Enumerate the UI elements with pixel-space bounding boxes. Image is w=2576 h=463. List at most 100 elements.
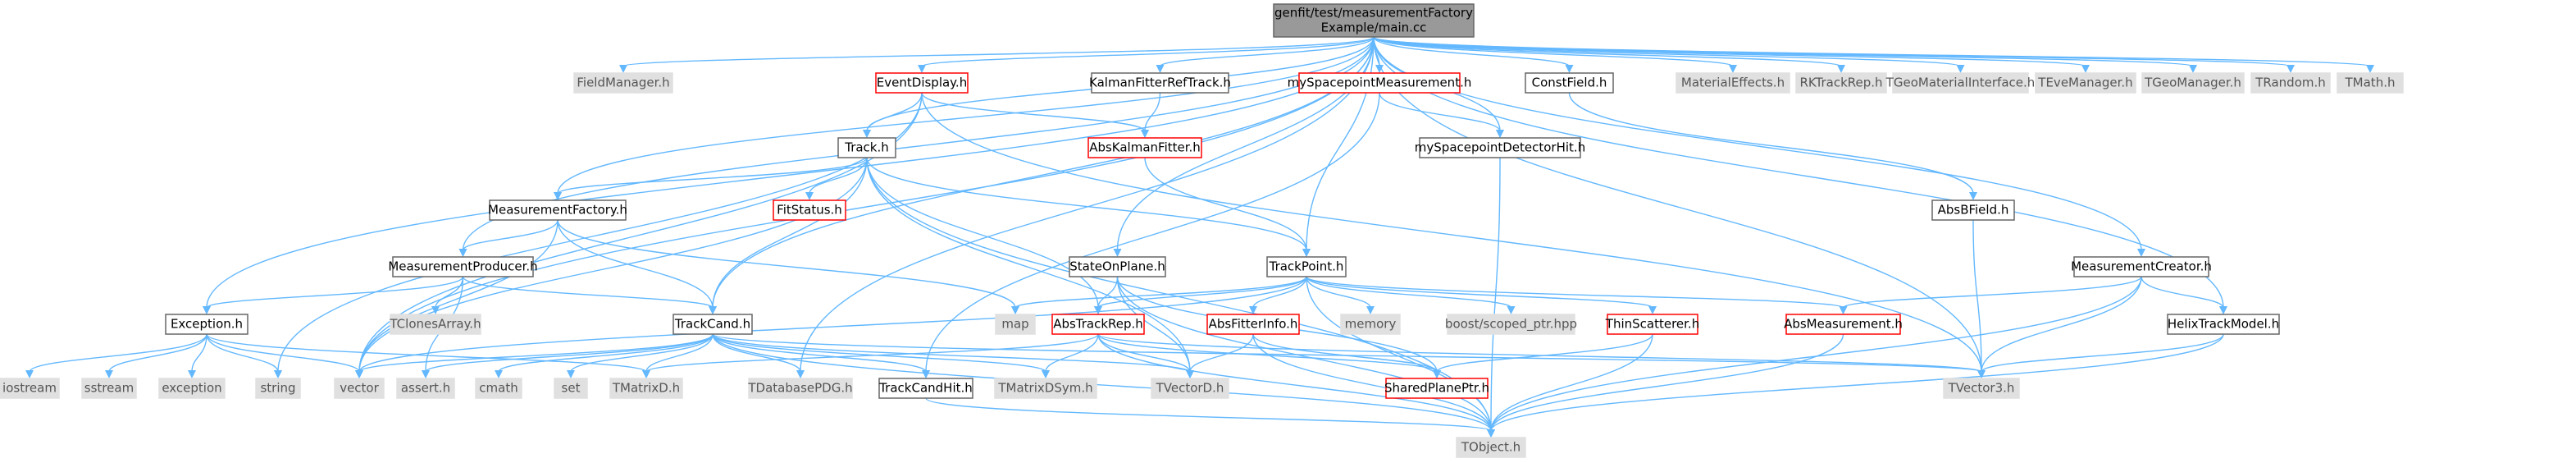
edge-myspdet-to-tobject: [1487, 157, 1501, 438]
edge-line: [1097, 276, 1307, 309]
edge-arrowhead: [805, 192, 814, 200]
edge-myspmeas-to-myspdet: [1379, 92, 1504, 138]
edge-line: [1972, 219, 1982, 373]
edge-trackcand-to-set: [567, 333, 714, 378]
edge-main-to-mateffects: [1373, 36, 1737, 73]
node-box: [748, 378, 853, 399]
edge-line: [712, 333, 801, 373]
node-label: EventDisplay.h: [877, 76, 967, 90]
node-box: [1676, 72, 1790, 94]
edge-trackcand-to-tdatabasepdg: [712, 333, 805, 378]
node-label: TrackCand.h: [674, 317, 750, 332]
edge-measfactory-to-map: [557, 219, 1019, 314]
node-myspdet[interactable]: mySpacepointDetectorHit.h: [1415, 137, 1585, 158]
edge-trackcand-to-vector: [355, 333, 714, 378]
edge-eventdisplay-to-track_h: [863, 92, 923, 138]
node-label: TGeoMaterialInterface.h: [1885, 76, 2036, 90]
node-abskalman[interactable]: AbsKalmanFitter.h: [1087, 137, 1202, 158]
node-tvector3: TVector3.h: [1943, 378, 2020, 399]
node-tobject: TObject.h: [1456, 437, 1526, 458]
node-label: FitStatus.h: [777, 203, 842, 218]
edge-arrowhead: [458, 249, 467, 257]
edge-main-to-tgeomatint: [1373, 36, 1965, 73]
node-trackcandhit[interactable]: TrackCandHit.h: [878, 378, 973, 399]
node-measproducer[interactable]: MeasurementProducer.h: [388, 256, 538, 277]
node-main[interactable]: genfit/test/measurementFactoryExample/ma…: [1273, 3, 1475, 38]
node-constfield[interactable]: ConstField.h: [1525, 72, 1614, 94]
edge-arrowhead: [1956, 65, 1965, 73]
edge-line: [712, 333, 1191, 373]
node-box: [1607, 314, 1698, 335]
node-thinscatter[interactable]: ThinScatterer.h: [1605, 314, 1699, 335]
node-box: [390, 314, 481, 335]
node-box: [1785, 314, 1901, 335]
edge-arrowhead: [1042, 370, 1050, 378]
node-myspmeas[interactable]: mySpacepointMeasurement.h: [1288, 72, 1472, 94]
node-label: TClonesArray.h: [389, 317, 481, 332]
edge-trackpoint-to-memory: [1306, 276, 1375, 314]
node-vector: vector: [334, 378, 385, 399]
edge-trackpoint-to-boostscoped: [1306, 276, 1516, 314]
node-box: [1151, 378, 1229, 399]
node-label: TMath.h: [2345, 76, 2396, 90]
node-exception_h[interactable]: Exception.h: [165, 314, 248, 335]
node-helixmodel[interactable]: HelixTrackModel.h: [2167, 314, 2280, 335]
node-label: Track.h: [844, 140, 889, 155]
edge-eventdisplay-to-string: [274, 92, 923, 378]
edge-arrowhead: [1977, 370, 1986, 378]
node-teveman: TEveManager.h: [2035, 72, 2136, 94]
edge-abstrackrep-to-sharedplane: [1097, 333, 1441, 378]
edge-line: [1306, 276, 1371, 309]
edge-line: [866, 157, 1307, 251]
edge-kalmanref-to-abskalman: [1141, 92, 1161, 138]
node-trackpoint[interactable]: TrackPoint.h: [1266, 256, 1347, 277]
edge-arrowhead: [1141, 130, 1149, 138]
edge-line: [1490, 333, 2224, 432]
node-eventdisplay[interactable]: EventDisplay.h: [875, 72, 969, 94]
node-tclonesarray: TClonesArray.h: [389, 314, 481, 335]
node-label: RKTrackRep.h: [1799, 76, 1882, 90]
edge-arrowhead: [1302, 249, 1311, 257]
edge-arrowhead: [918, 65, 926, 73]
edge-measfactory-to-trackcand: [557, 219, 717, 314]
edge-line: [1842, 276, 2142, 309]
edge-line: [1252, 333, 1492, 432]
edge-arrowhead: [642, 370, 650, 378]
dependency-nodes: genfit/test/measurementFactoryExample/ma…: [0, 3, 2404, 458]
edge-main-to-eventdisplay: [918, 36, 1375, 73]
edge-arrowhead: [1648, 306, 1657, 314]
node-box: [1385, 378, 1489, 399]
edge-line: [1306, 276, 1512, 309]
edge-line: [866, 157, 1099, 309]
edge-arrowhead: [2137, 249, 2145, 257]
node-track_h[interactable]: Track.h: [837, 137, 896, 158]
node-absfitterinfo[interactable]: AbsFitterInfo.h: [1206, 314, 1300, 335]
edge-main-to-fieldmanager: [619, 36, 1375, 73]
edge-line: [557, 157, 868, 195]
node-label: sstream: [84, 381, 134, 396]
edge-line: [1189, 333, 1254, 373]
node-box: [396, 378, 455, 399]
edge-arrowhead: [1839, 306, 1848, 314]
node-label: genfit/test/measurementFactory: [1274, 6, 1473, 21]
node-trackcand[interactable]: TrackCand.h: [672, 314, 753, 335]
edge-arrowhead: [1113, 249, 1122, 257]
node-label: MeasurementCreator.h: [2071, 259, 2212, 274]
edge-eventdisplay-to-abskalman: [921, 92, 1149, 138]
node-absbfield[interactable]: AbsBField.h: [1931, 199, 2015, 221]
node-measfactory[interactable]: MeasurementFactory.h: [488, 199, 627, 221]
node-abstrackrep[interactable]: AbsTrackRep.h: [1051, 314, 1145, 335]
edge-line: [1490, 333, 1844, 432]
node-fitstatus[interactable]: FitStatus.h: [773, 199, 846, 221]
node-stateonplane[interactable]: StateOnPlane.h: [1069, 256, 1166, 277]
node-box: [773, 199, 846, 221]
node-absmeas[interactable]: AbsMeasurement.h: [1784, 314, 1903, 335]
edge-exception_h-to-iostream: [25, 333, 207, 378]
node-label: KalmanFitterRefTrack.h: [1089, 76, 1231, 90]
node-sharedplane[interactable]: SharedPlanePtr.h: [1384, 378, 1489, 399]
edge-abstrackrep-to-tmatrixdsym: [1042, 333, 1099, 378]
node-kalmanref[interactable]: KalmanFitterRefTrack.h: [1089, 72, 1231, 94]
node-meascreator[interactable]: MeasurementCreator.h: [2071, 256, 2212, 277]
edge-line: [358, 157, 868, 373]
node-mateffects: MaterialEffects.h: [1676, 72, 1790, 94]
